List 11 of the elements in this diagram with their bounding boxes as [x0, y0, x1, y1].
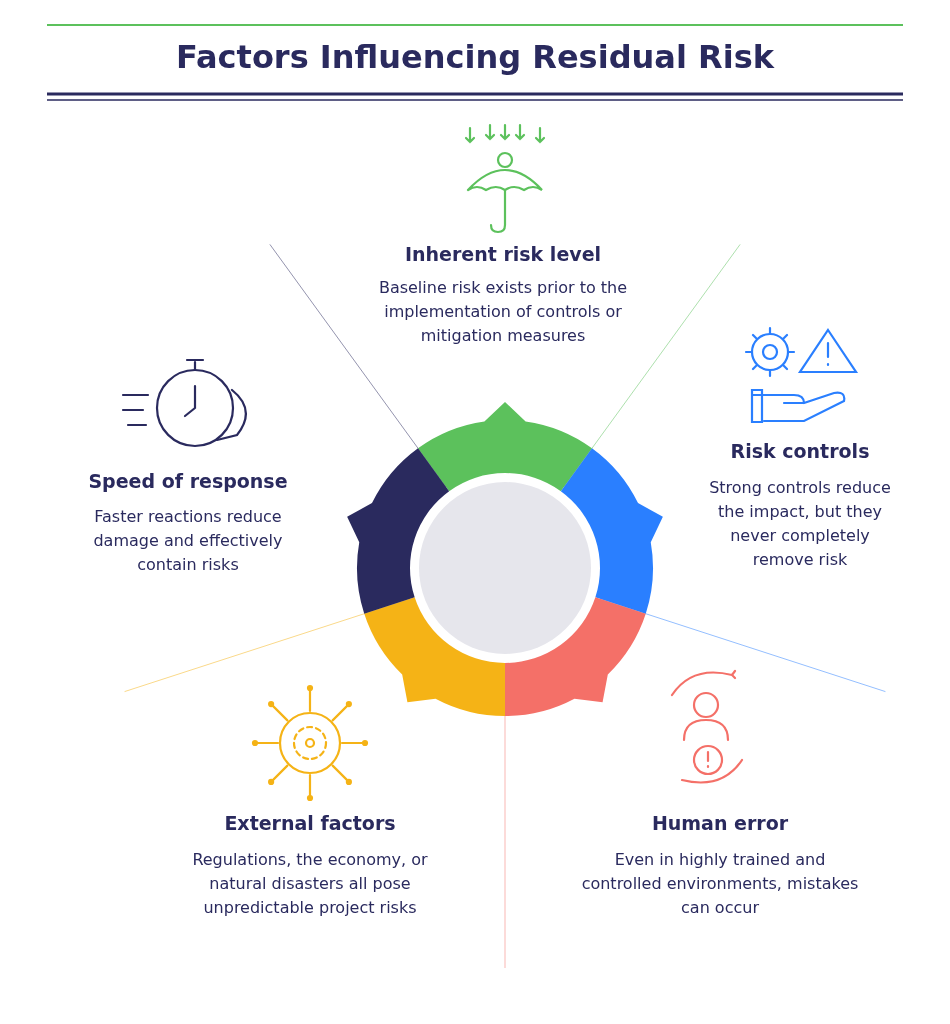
factor-heading: External factors [223, 812, 397, 834]
factor-description: Even in highly trained and controlled environments, mistakes can occur [580, 849, 860, 919]
factor-heading: Speed of response [87, 470, 289, 492]
factor-heading: Risk controls [729, 440, 871, 462]
factor-description: Regulations, the economy, or natural disasters all pose unpredictable project risks [191, 849, 429, 919]
factor-description: Faster reactions reduce damage and effectively contain risks [92, 506, 284, 576]
factor-heading: Human error [650, 812, 790, 834]
factor-description: Strong controls reduce the impact, but they never completely remove risk [708, 477, 892, 571]
factor-description: Baseline risk exists prior to the implementation of controls or mitigation measures [377, 277, 629, 347]
page-title: Factors Influencing Residual Risk [175, 38, 776, 76]
factor-heading: Inherent risk level [403, 243, 603, 265]
